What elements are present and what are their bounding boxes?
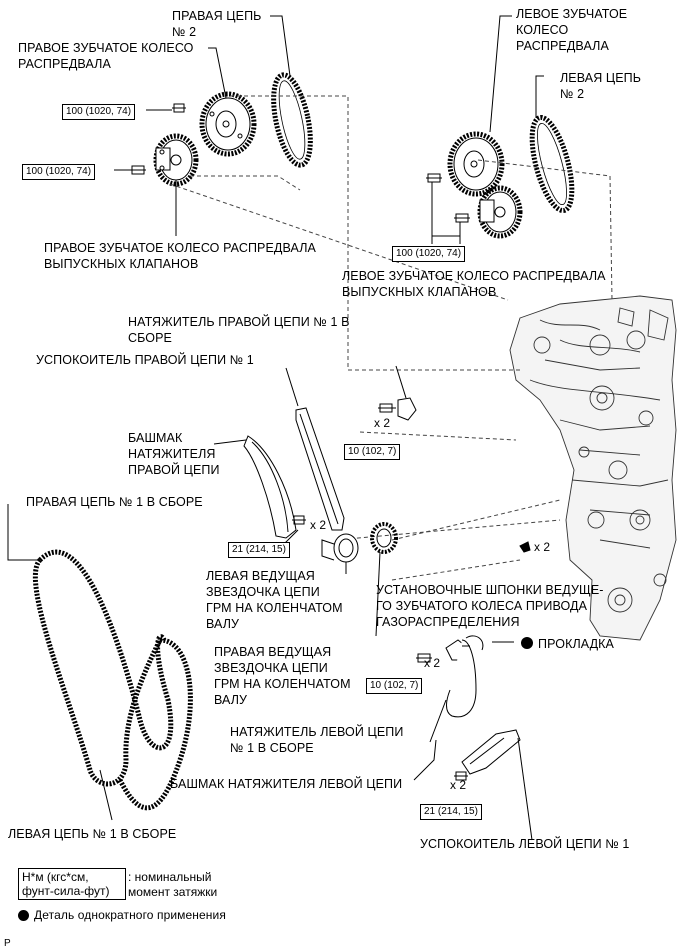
- crank-sprockets-part: [321, 522, 398, 637]
- torque-right-exhaust-cam: 100 (1020, 74): [22, 164, 96, 180]
- left-exhaust-cam-gear-part: [477, 185, 523, 239]
- label-right-tensioner-shoe: БАШМАК НАТЯЖИТЕЛЯ ПРАВОЙ ЦЕПИ: [128, 431, 220, 477]
- label-gasket: ПРОКЛАДКА: [538, 637, 614, 651]
- label-right-cam-gear: ПРАВОЕ ЗУБЧАТОЕ КОЛЕСО РАСПРЕДВАЛА: [18, 41, 194, 71]
- legend-units-box: Н*м (кгс*см, фунт-сила-фут): [18, 868, 126, 900]
- engine-block: [509, 295, 677, 641]
- right-cam-gear-part: [199, 91, 257, 157]
- label-right-chain-1: ПРАВАЯ ЦЕПЬ № 1 В СБОРЕ: [26, 495, 203, 509]
- left-cam-bolts: [426, 173, 470, 244]
- qty-right-shoe-bolts: x 2: [310, 518, 327, 532]
- torque-right-tensioner: 10 (102, 7): [344, 444, 401, 460]
- label-left-chain-2: ЛЕВАЯ ЦЕПЬ № 2: [560, 71, 642, 101]
- label-right-chain-2: ПРАВАЯ ЦЕПЬ № 2: [172, 9, 262, 39]
- label-left-tensioner-1: НАТЯЖИТЕЛЬ ЛЕВОЙ ЦЕПИ № 1 В СБОРЕ: [230, 725, 404, 755]
- legend-units-text: : номинальный момент затяжки: [128, 870, 218, 899]
- label-right-damper-1: УСПОКОИТЕЛЬ ПРАВОЙ ЦЕПИ № 1: [36, 353, 254, 367]
- label-right-exhaust-cam-gear: ПРАВОЕ ЗУБЧАТОЕ КОЛЕСО РАСПРЕДВАЛА ВЫПУС…: [44, 241, 316, 271]
- alignment-lines: [169, 95, 613, 581]
- legend-non-reusable-text: Деталь однократного применения: [34, 908, 226, 922]
- legend-non-reusable-dot: [18, 910, 29, 921]
- right-damper-part: [285, 367, 345, 531]
- left-damper-part: [413, 729, 533, 841]
- keys-part: [519, 541, 531, 553]
- torque-right-cam: 100 (1020, 74): [62, 104, 136, 120]
- gasket-marker: [521, 637, 533, 649]
- left-cam-gear-part: [447, 131, 505, 197]
- qty-left-tensioner-bolts: x 2: [424, 656, 441, 670]
- label-left-damper-1: УСПОКОИТЕЛЬ ЛЕВОЙ ЦЕПИ № 1: [420, 837, 630, 851]
- right-exhaust-cam-gear-part: [153, 133, 199, 187]
- label-left-chain-1: ЛЕВАЯ ЦЕПЬ № 1 В СБОРЕ: [8, 827, 177, 841]
- qty-left-damper-bolts: x 2: [450, 778, 467, 792]
- label-left-tensioner-shoe: БАШМАК НАТЯЖИТЕЛЯ ЛЕВОЙ ЦЕПИ: [170, 777, 403, 791]
- label-right-tensioner-1: НАТЯЖИТЕЛЬ ПРАВОЙ ЦЕПИ № 1 В СБОРЕ: [128, 315, 350, 345]
- right-chain-2-part: [271, 72, 313, 168]
- right-chain-1-part: [7, 504, 174, 787]
- right-tensioner-part: [378, 365, 417, 421]
- right-cam-bolts: [114, 103, 186, 175]
- label-keys: УСТАНОВОЧНЫЕ ШПОНКИ ВЕДУЩЕ- ГО ЗУБЧАТОГО…: [376, 583, 604, 629]
- label-left-cam-gear: ЛЕВОЕ ЗУБЧАТОЕ КОЛЕСО РАСПРЕДВАЛА: [516, 7, 628, 53]
- torque-left-cam: 100 (1020, 74): [392, 246, 466, 262]
- qty-keys: x 2: [534, 540, 551, 554]
- label-right-drive-sprocket: ПРАВАЯ ВЕДУЩАЯ ЗВЕЗДОЧКА ЦЕПИ ГРМ НА КОЛ…: [214, 645, 351, 707]
- left-chain-2-part: [529, 114, 575, 214]
- right-tensioner-shoe-part: [213, 435, 306, 549]
- torque-left-damper: 21 (214, 15): [420, 804, 482, 820]
- leader-lines: [175, 15, 544, 647]
- left-tensioner-part: [416, 635, 484, 743]
- torque-right-shoe: 21 (214, 15): [228, 542, 290, 558]
- left-chain-1-part: [99, 637, 193, 821]
- qty-right-tensioner-bolts: x 2: [374, 416, 391, 430]
- label-left-drive-sprocket: ЛЕВАЯ ВЕДУЩАЯ ЗВЕЗДОЧКА ЦЕПИ ГРМ НА КОЛЕ…: [206, 569, 343, 631]
- torque-left-tensioner: 10 (102, 7): [366, 678, 423, 694]
- label-left-exhaust-cam-gear: ЛЕВОЕ ЗУБЧАТОЕ КОЛЕСО РАСПРЕДВАЛА ВЫПУСК…: [342, 269, 606, 299]
- footer-code: P: [4, 938, 11, 949]
